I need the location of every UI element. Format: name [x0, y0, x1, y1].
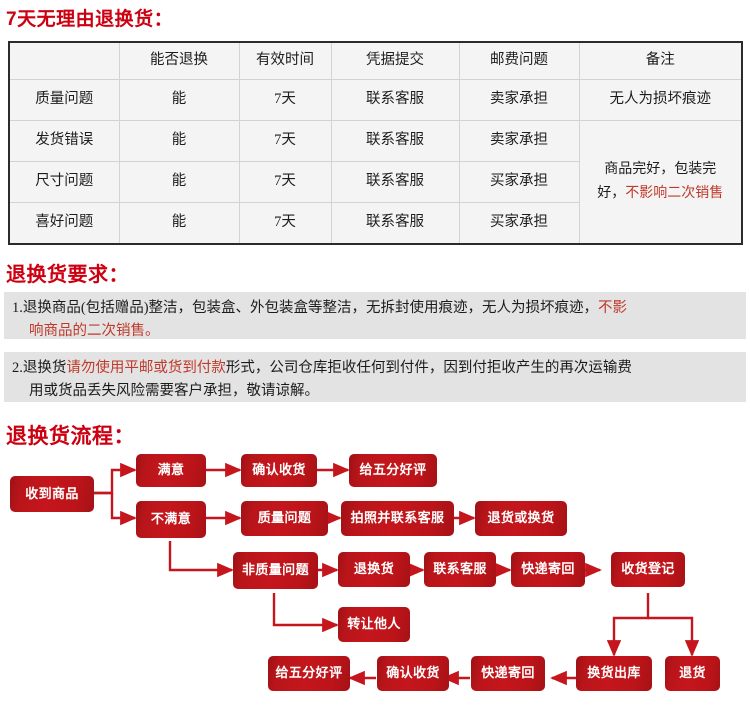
cell-reason: 发货错误: [8, 120, 120, 162]
return-policy-table: 能否退换 有效时间 凭据提交 邮费问题 备注 质量问题 能 7天 联系客服 卖家…: [8, 41, 743, 245]
flow-node-ship-back-2[interactable]: 快递寄回: [471, 656, 545, 691]
cell-shipping-fee: 买家承担: [458, 202, 580, 245]
flow-node-quality-issue[interactable]: 质量问题: [241, 501, 328, 536]
flow-node-exchange-goods[interactable]: 退换货: [338, 552, 410, 587]
table-row: 质量问题 能 7天 联系客服 卖家承担 无人为损坏痕迹: [8, 79, 743, 121]
cell-reason: 喜好问题: [8, 202, 120, 245]
page-title-seven-day-policy: 7天无理由退换货：: [6, 9, 174, 30]
cell-proof: 联系客服: [330, 79, 460, 121]
cell-shipping-fee: 卖家承担: [458, 79, 580, 121]
cell-returnable: 能: [118, 79, 240, 121]
flow-node-return-or-exchange[interactable]: 退货或换货: [475, 501, 567, 536]
table-header-valid-time: 有效时间: [238, 41, 332, 80]
requirement-text-black-a: 退换货: [22, 360, 67, 376]
table-header-corner: [8, 41, 120, 80]
requirement-text-red: 请勿使用平邮或货到付款: [66, 360, 226, 376]
flow-node-unsatisfied[interactable]: 不满意: [136, 501, 206, 538]
cell-merged-note: 商品完好，包装完好，不影响二次销售: [578, 120, 743, 245]
table-row: 喜好问题 能 7天 联系客服 买家承担: [8, 202, 742, 245]
flow-node-contact-cs[interactable]: 联系客服: [424, 552, 496, 587]
cell-valid-time: 7天: [238, 120, 332, 162]
section-title-return-requirements: 退换货要求：: [6, 264, 129, 286]
requirement-number: 1.: [12, 300, 23, 316]
cell-reason: 尺寸问题: [8, 161, 120, 203]
table-header-proof: 凭据提交: [330, 41, 460, 80]
table-row: 发货错误 能 7天 联系客服 卖家承担 商品完好，包装完好，不影响二次销售: [8, 120, 743, 245]
cell-returnable: 能: [118, 120, 240, 162]
requirement-number: 2.: [12, 360, 23, 376]
flow-node-confirm-receipt-1[interactable]: 确认收货: [241, 454, 317, 487]
flow-node-five-star-rating-1[interactable]: 给五分好评: [349, 454, 437, 487]
cell-shipping-fee: 卖家承担: [458, 120, 580, 162]
merged-note-black: 商品完好，包装完好，: [597, 161, 717, 202]
table-header-shipping-fee: 邮费问题: [458, 41, 580, 80]
flow-node-transfer-to-other[interactable]: 转让他人: [338, 607, 410, 642]
table-header-row: 能否退换 有效时间 凭据提交 邮费问题 备注: [8, 41, 743, 80]
flow-node-five-star-rating-2[interactable]: 给五分好评: [268, 656, 350, 691]
return-process-flowchart: 收到商品 满意 确认收货 给五分好评 不满意 质量问题 拍照并联系客服 退货或换…: [0, 448, 750, 721]
flow-node-satisfied[interactable]: 满意: [136, 454, 206, 487]
cell-valid-time: 7天: [238, 161, 332, 203]
requirement-text-black: 退换商品(包括赠品)整洁，包装盒、外包装盒等整洁，无拆封使用痕迹，无人为损坏痕迹…: [22, 300, 599, 316]
flow-node-received[interactable]: 收到商品: [10, 476, 94, 512]
cell-reason: 质量问题: [8, 79, 120, 121]
table-row: 尺寸问题 能 7天 联系客服 买家承担: [8, 161, 742, 203]
requirement-text-line2: 用或货品丢失风险需要客户承担，敬请谅解。: [29, 383, 319, 400]
requirement-text-red-line2: 响商品的二次销售。: [29, 323, 160, 340]
flow-node-exchange-outbound[interactable]: 换货出库: [576, 656, 652, 691]
cell-returnable: 能: [118, 161, 240, 203]
cell-valid-time: 7天: [238, 202, 332, 245]
cell-note: 无人为损坏痕迹: [578, 79, 743, 121]
cell-valid-time: 7天: [238, 79, 332, 121]
flow-node-ship-back-1[interactable]: 快递寄回: [511, 552, 585, 587]
table-header-note: 备注: [578, 41, 743, 80]
cell-returnable: 能: [118, 202, 240, 245]
cell-proof: 联系客服: [330, 161, 460, 203]
flow-node-refund[interactable]: 退货: [665, 656, 720, 691]
flowchart-connectors: [93, 462, 700, 686]
flow-node-receipt-register[interactable]: 收货登记: [611, 552, 685, 587]
cell-shipping-fee: 买家承担: [458, 161, 580, 203]
flow-node-non-quality-issue[interactable]: 非质量问题: [233, 552, 318, 589]
flow-node-photo-contact-cs[interactable]: 拍照并联系客服: [341, 501, 454, 536]
flow-node-confirm-receipt-2[interactable]: 确认收货: [377, 656, 449, 691]
cell-proof: 联系客服: [330, 120, 460, 162]
table-header-returnable: 能否退换: [118, 41, 240, 80]
requirement-item-1: 1.退换商品(包括赠品)整洁，包装盒、外包装盒等整洁，无拆封使用痕迹，无人为损坏…: [4, 292, 746, 339]
cell-proof: 联系客服: [330, 202, 460, 245]
requirement-text-black-b: 形式，公司仓库拒收任何到付件，因到付拒收产生的再次运输费: [225, 360, 632, 376]
section-title-return-flow: 退换货流程：: [6, 425, 135, 448]
requirement-text-red: 不影: [598, 300, 628, 316]
merged-note-red: 不影响二次销售: [625, 186, 724, 201]
requirement-item-2: 2.退换货请勿使用平邮或货到付款形式，公司仓库拒收任何到付件，因到付拒收产生的再…: [4, 352, 746, 402]
